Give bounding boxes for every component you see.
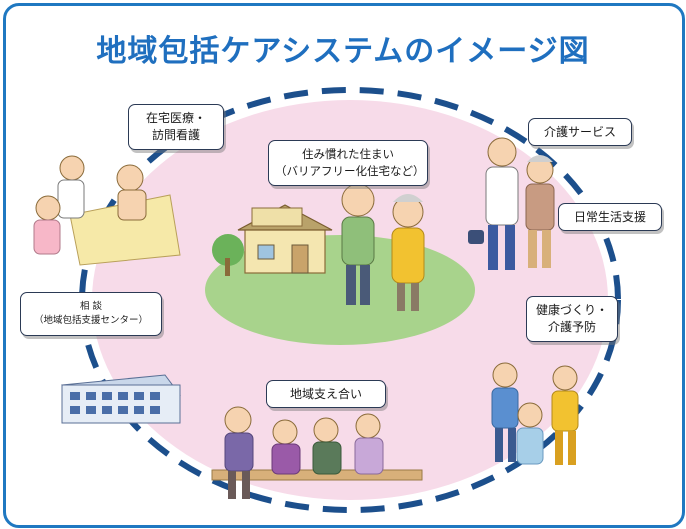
diagram-title: 地域包括ケアシステムのイメージ図 bbox=[96, 34, 590, 69]
support-center-illustration bbox=[61, 374, 181, 424]
label-home-medical: 在宅医療・ 訪問看護 bbox=[128, 104, 224, 150]
label-health-prevention: 健康づくり・ 介護予防 bbox=[526, 296, 618, 342]
elderly-couple-illustration bbox=[341, 183, 425, 311]
home-medical-illustration bbox=[33, 155, 181, 266]
label-housing: 住み慣れた住まい （バリアフリー化住宅など） bbox=[268, 140, 428, 186]
house-illustration bbox=[212, 204, 333, 276]
label-care-service: 介護サービス bbox=[528, 118, 632, 146]
community-support-illustration bbox=[211, 406, 423, 499]
exercise-illustration bbox=[491, 362, 579, 465]
dashed-ring bbox=[79, 87, 621, 513]
label-consultation: 相 談 （地域包括支援センター） bbox=[20, 292, 162, 336]
care-service-illustration bbox=[468, 137, 555, 270]
label-mutual-support: 地域支え合い bbox=[266, 380, 386, 408]
label-daily-support: 日常生活支援 bbox=[558, 203, 662, 231]
